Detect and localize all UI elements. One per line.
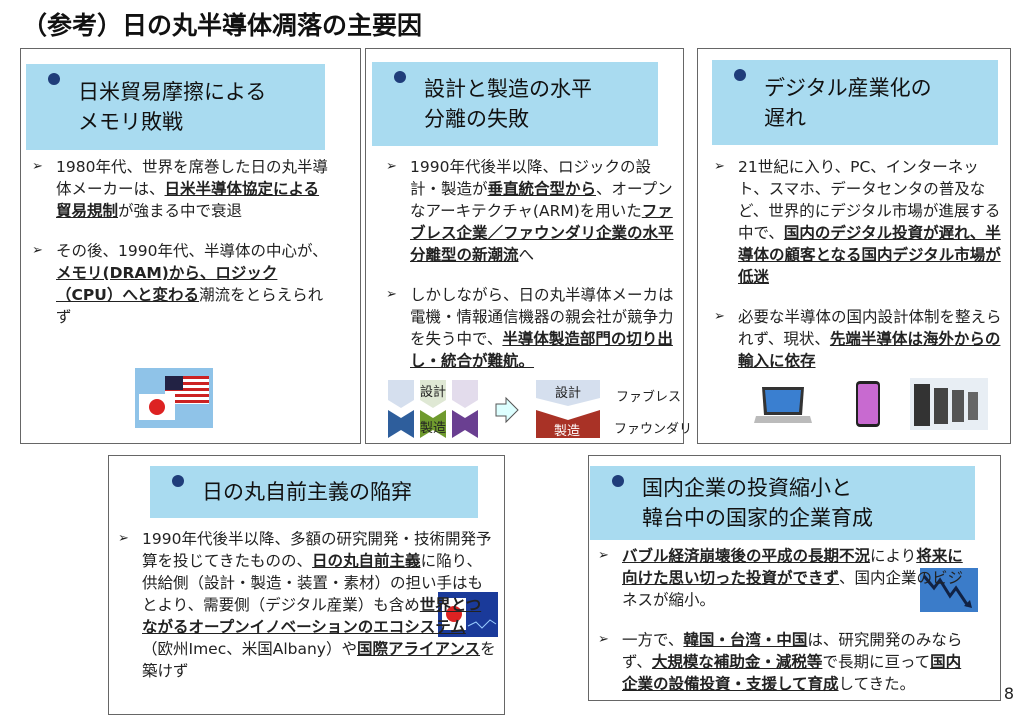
bullet-paragraph: 必要な半導体の国内設計体制を整えられず、現状、先端半導体は海外からの輸入に依存 [712, 306, 1002, 372]
bullet-paragraph: 1990年代後半以降、多額の研究開発・技術開発予算を投じてきたものの、日の丸自前… [116, 528, 496, 682]
page-number: 8 [1003, 684, 1014, 703]
text-segment: 1990年代後半以降、ロジックの設計・製造が [410, 158, 651, 198]
bullet-dot-icon [394, 71, 406, 83]
emphasized-text: 世界とつながるオープンイノベーションのエコシステム [142, 596, 482, 636]
diagram-manufacturing-label: 製造 [420, 421, 447, 436]
box-heading: 日の丸自前主義の陥穽 [150, 466, 478, 518]
bullet-dot-icon [172, 475, 184, 487]
bullet-paragraph: しかしながら、日の丸半導体メーカは電機・情報通信機器の親会社が競争力を失う中で、… [384, 284, 674, 372]
text-segment: 21世紀に入り、PC、インターネット、スマホ、データセンタの普及など、世界的にデ… [738, 158, 1001, 242]
emphasized-text: ファブレス企業／ファウンダリ企業の水平分離型の新潮流 [410, 202, 674, 264]
bullet-dot-icon [612, 475, 624, 487]
vertical-to-horizontal-diagram [388, 380, 600, 438]
text-segment: 一方で、 [622, 631, 684, 649]
box-body: 21世紀に入り、PC、インターネット、スマホ、データセンタの普及など、世界的にデ… [712, 156, 1002, 390]
text-segment: に陥り、供給側（設計・製造・装置・素材）の担い手はもとより、需要側（デジタル産業… [142, 552, 484, 614]
heading-text: 日米貿易摩擦による メモリ敗戦 [78, 80, 267, 134]
text-segment: を築けず [142, 640, 496, 680]
fabless-label: ファブレス [616, 390, 682, 405]
text-segment: その後、1990年代、半導体の中心が、 [56, 242, 328, 260]
box-heading: 日米貿易摩擦による メモリ敗戦 [26, 64, 325, 150]
foundry-label: ファウンダリ [614, 422, 693, 437]
text-segment: しかしながら、日の丸半導体メーカは電機・情報通信機器の親会社が競争力を失う中で、 [410, 286, 674, 348]
emphasized-text: 国内のデジタル投資が遅れ、半導体の顧客となる国内デジタル市場が低迷 [738, 224, 1001, 286]
emphasized-text: 日米半導体協定による貿易規制 [56, 180, 320, 220]
diagram-design-label-2: 設計 [555, 386, 582, 401]
bullet-dot-icon [734, 69, 746, 81]
bullet-dot-icon [48, 73, 60, 85]
bullet-paragraph: 1990年代後半以降、ロジックの設計・製造が垂直統合型から、オープンなアーキテク… [384, 156, 674, 266]
emphasized-text: 大規模な補助金・減税等 [651, 653, 823, 671]
bullet-paragraph: 1980年代、世界を席巻した日の丸半導体メーカーは、日米半導体協定による貿易規制… [30, 156, 330, 222]
box-heading: 国内企業の投資縮小と 韓台中の国家的企業育成 [590, 466, 975, 540]
bullet-paragraph: その後、1990年代、半導体の中心が、メモリ(DRAM)から、ロジック（CPU）… [30, 240, 330, 328]
text-segment: （欧州Imec、米国Albany）や [142, 640, 357, 658]
box-heading: 設計と製造の水平 分離の失敗 [372, 62, 658, 146]
heading-text: デジタル産業化の 遅れ [764, 75, 932, 130]
server-room-image [910, 378, 988, 430]
slide-title: （参考）日の丸半導体凋落の主要因 [22, 11, 423, 40]
box-body: 1980年代、世界を席巻した日の丸半導体メーカーは、日米半導体協定による貿易規制… [30, 156, 330, 346]
emphasized-text: 韓国・台湾・中国 [683, 631, 808, 649]
emphasized-text: 先端半導体は海外からの輸入に依存 [738, 330, 1001, 370]
bullet-paragraph: バブル経済崩壊後の平成の長期不況により将来に向けた思い切った投資ができず、国内企… [596, 545, 971, 611]
emphasized-text: 垂直統合型から [487, 180, 597, 198]
text-segment: 、オープンなアーキテクチャ(ARM)を用いた [410, 180, 673, 220]
text-segment: 1990年代後半以降、多額の研究開発・技術開発予算を投じてきたものの、 [142, 530, 492, 570]
text-segment: してきた。 [838, 675, 916, 693]
heading-text: 設計と製造の水平 分離の失敗 [424, 77, 592, 131]
laptop-image [754, 387, 812, 423]
box-body: 1990年代後半以降、ロジックの設計・製造が垂直統合型から、オープンなアーキテク… [384, 156, 674, 390]
bullet-paragraph: 21世紀に入り、PC、インターネット、スマホ、データセンタの普及など、世界的にデ… [712, 156, 1002, 288]
text-segment: 必要な半導体の国内設計体制を整えられず、現状、 [738, 308, 1002, 348]
box-body: 1990年代後半以降、多額の研究開発・技術開発予算を投じてきたものの、日の丸自前… [116, 528, 496, 700]
emphasized-text: バブル経済崩壊後の平成の長期不況 [622, 547, 871, 565]
box-heading: デジタル産業化の 遅れ [712, 60, 998, 145]
emphasized-text: 半導体製造部門の切り出し・統合が難航。 [410, 330, 673, 370]
smartphone-image [856, 381, 880, 427]
emphasized-text: 国際アライアンス [356, 640, 481, 658]
text-segment: へ [518, 246, 535, 264]
emphasized-text: 日の丸自前主義 [312, 552, 421, 570]
text-segment: 1980年代、世界を席巻した日の丸半導体メーカーは、 [56, 158, 328, 198]
japan-us-flags-image [135, 368, 213, 428]
emphasized-text: 将来に向けた思い切った投資ができず [622, 547, 963, 587]
text-segment: により [870, 547, 917, 565]
text-segment: で長期に亘って [822, 653, 931, 671]
text-segment: が強まる中で衰退 [118, 202, 243, 220]
text-segment: 潮流をとらえられず [56, 286, 324, 326]
diagram-design-label: 設計 [420, 385, 447, 400]
heading-text: 国内企業の投資縮小と 韓台中の国家的企業育成 [642, 476, 873, 530]
bullet-paragraph: 一方で、韓国・台湾・中国は、研究開発のみならず、大規模な補助金・減税等で長期に亘… [596, 629, 971, 695]
diagram-manufacturing-label-2: 製造 [554, 424, 581, 439]
emphasized-text: 国内企業の設備投資・支援して育成 [622, 653, 962, 693]
box-body: バブル経済崩壊後の平成の長期不況により将来に向けた思い切った投資ができず、国内企… [596, 545, 971, 713]
emphasized-text: メモリ(DRAM)から、ロジック（CPU）へと変わる [56, 264, 278, 304]
text-segment: は、研究開発のみならず、 [622, 631, 963, 671]
text-segment: 、国内企業のビジネスが縮小。 [622, 569, 964, 609]
heading-text: 日の丸自前主義の陥穽 [202, 480, 412, 504]
